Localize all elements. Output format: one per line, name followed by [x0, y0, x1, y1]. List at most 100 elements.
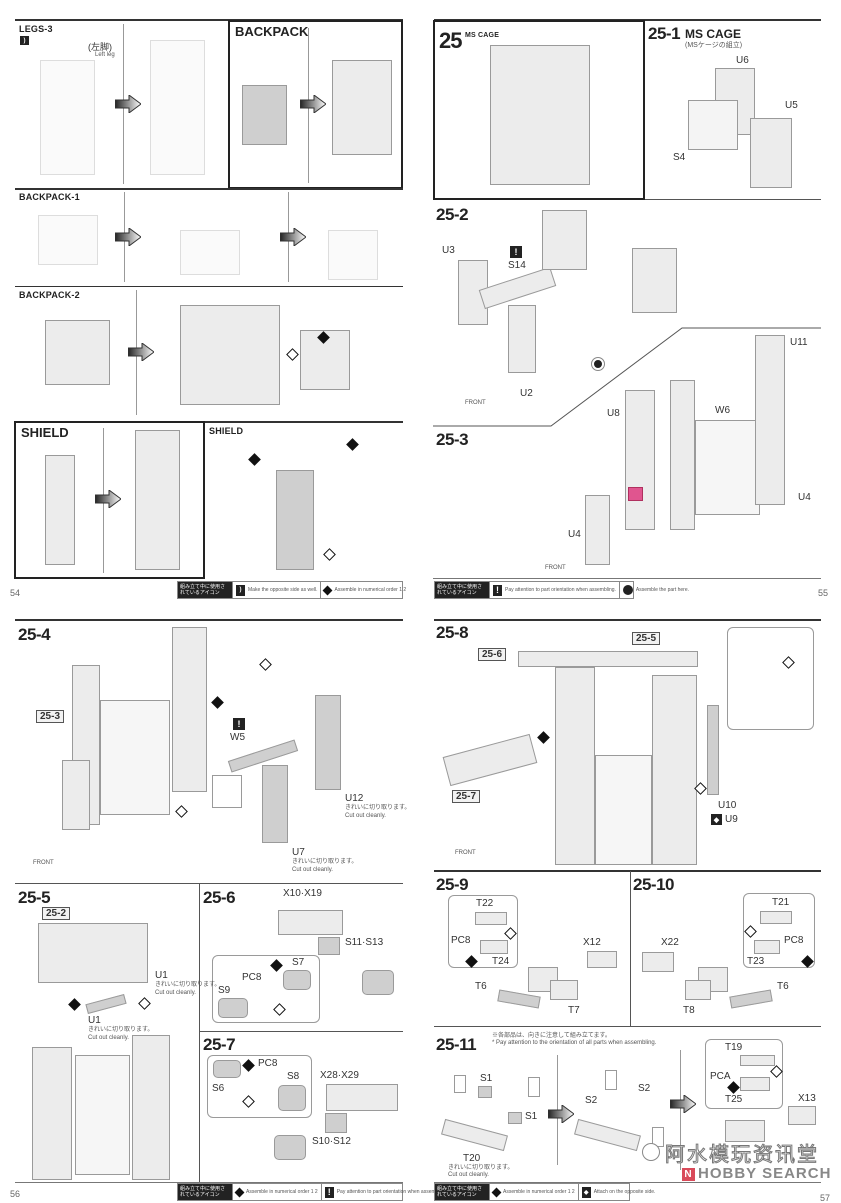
part-illustration [740, 1077, 770, 1091]
part-label: X12 [583, 937, 601, 948]
ms-cage-box [433, 20, 645, 200]
page-56: 25-4 25-3 ! W5 U12 きれいに切り取ります。 Cut out c… [0, 615, 448, 1201]
part-label: S2 [638, 1083, 651, 1094]
part-illustration [685, 980, 711, 1000]
part-label: T22 [476, 898, 494, 909]
robot-back-illustration [180, 305, 280, 405]
backpack1-title: BACKPACK-1 [19, 192, 80, 202]
top-rule [15, 19, 403, 21]
part-label: S10·S12 [312, 1136, 351, 1147]
page-55: 25 MS CAGE 25-1 MS CAGE (MSケージの組立) U6 U5… [420, 0, 841, 610]
part-label: S1 [480, 1073, 493, 1084]
panel-illustration [508, 305, 536, 373]
top-rule [15, 619, 403, 621]
part-label: U7 [292, 847, 305, 858]
part-label: S2 [585, 1095, 598, 1106]
part-label: X13 [798, 1093, 816, 1104]
detail-inset [212, 775, 242, 808]
step-1-icon [248, 453, 261, 466]
part-label: U9 [725, 814, 738, 825]
section-rule [645, 199, 821, 200]
part-label: PC8 [258, 1058, 278, 1069]
part-label: U4 [568, 529, 581, 540]
part-label: T8 [683, 1005, 695, 1016]
ladder-illustration [707, 705, 719, 795]
detail-inset [605, 1070, 617, 1090]
icon-legend: 組み立て中に使用されているアイコン Assemble in numerical … [434, 1183, 655, 1201]
part-illustration [475, 912, 507, 925]
step-2-icon [175, 805, 188, 818]
part-illustration [550, 980, 578, 1000]
part-label: PC8 [242, 972, 262, 983]
assembled-illustration [725, 1120, 765, 1142]
step-number: 25-3 [436, 430, 469, 449]
assembled-illustration [528, 967, 558, 992]
shield-box [14, 421, 205, 579]
step-1-icon [211, 696, 224, 709]
page-57: 25-8 25-6 25-5 25-7 U10 ◆ U9 FRONT 25-9 … [420, 615, 841, 1203]
legend-item: Assemble in numerical order 1 2 [489, 1184, 578, 1200]
gate-illustration [595, 755, 652, 865]
attach-opposite-icon: ◆ [581, 1186, 591, 1198]
bar-illustration [478, 266, 557, 310]
section-rule [15, 188, 403, 190]
step-diamond-icon [234, 1187, 245, 1197]
legend-item: Assemble the part here. [618, 582, 692, 598]
part-s9-illustration [218, 998, 248, 1018]
cut-note-en: Cut out cleanly. [292, 867, 333, 873]
step-title: MS CAGE [465, 32, 500, 39]
gate-post-illustration [172, 627, 207, 792]
part-label: T23 [747, 956, 765, 967]
part-label: T6 [475, 981, 487, 992]
ref-box: 25-3 [36, 710, 65, 723]
next-arrow-icon [115, 95, 141, 113]
divider [680, 1050, 681, 1170]
icon-legend: 組み立て中に使用されているアイコン Assemble in numerical … [177, 1183, 448, 1201]
part-label: U3 [442, 245, 455, 256]
backpack1-illustration-after [328, 230, 378, 280]
assembled-illustration [274, 1135, 306, 1160]
gate-post-illustration [670, 380, 695, 530]
part-illustration [497, 989, 541, 1009]
rail-base-illustration [441, 1118, 508, 1152]
hobby-search-icon: N [682, 1167, 695, 1181]
part-illustration [740, 1055, 775, 1066]
part-label: S8 [287, 1071, 300, 1082]
part-label: PC8 [451, 935, 471, 946]
part-s6-illustration [213, 1060, 241, 1078]
next-arrow-icon [128, 343, 154, 361]
highlight-marker [628, 487, 643, 501]
part-illustration [642, 952, 674, 972]
part-illustration [729, 989, 773, 1009]
page-54: LEGS-3 ) (左脚) Left leg BACKPACK BACKPACK… [0, 0, 420, 610]
section-rule [15, 286, 403, 287]
clip-illustration [325, 1113, 347, 1133]
cage-frame-illustration [688, 100, 738, 150]
gate-post-illustration [755, 335, 785, 505]
assemble-first-icon [591, 357, 605, 371]
detail-inset [528, 1077, 540, 1097]
legend-item: ) Make the opposite side as well. [232, 582, 320, 598]
cage-top-illustration [38, 923, 148, 983]
step-number: 25-8 [436, 623, 469, 642]
legend-item-text: Assemble in numerical order 1 2 [334, 587, 407, 593]
ref-box: 25-7 [452, 790, 481, 803]
cage-top-illustration [518, 651, 698, 667]
step-1-icon [68, 998, 81, 1011]
gate-illustration [100, 700, 170, 815]
detail-inset [727, 627, 814, 730]
part-label: S1 [525, 1111, 538, 1122]
clip-illustration [318, 937, 340, 955]
next-arrow-icon [95, 490, 121, 508]
icon-legend: 組み立て中に使用されているアイコン ! Pay attention to par… [434, 581, 689, 599]
footer-rule [15, 1182, 403, 1183]
legend-item-text: Assemble in numerical order 1 2 [246, 1189, 318, 1195]
top-rule [434, 619, 821, 621]
part-label: U2 [520, 388, 533, 399]
step-number: 25-2 [436, 205, 469, 224]
backpack2-illustration [45, 320, 110, 385]
part-label: T19 [725, 1042, 743, 1053]
legend-title: 組み立て中に使用されているアイコン [435, 1184, 489, 1200]
part-label: S14 [508, 260, 526, 271]
part-label: S11·S13 [345, 937, 384, 948]
